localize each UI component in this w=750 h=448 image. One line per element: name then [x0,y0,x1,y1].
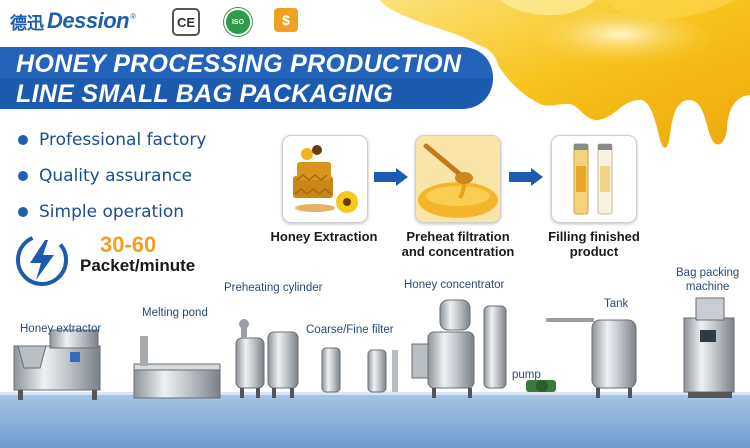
step-label-honey-extraction: Honey Extraction [270,229,378,244]
preheat-filtration-image [415,135,501,223]
feature-text: Quality assurance [39,166,193,186]
feature-item: Quality assurance [18,158,206,194]
speed-value: 30-60 [100,232,157,257]
lightning-speed-icon [16,234,68,286]
label-preheating-cylinder: Preheating cylinder [224,282,323,294]
feature-list: Professional factory Quality assurance S… [18,122,206,230]
ce-certification-icon: CE [172,8,200,36]
factory-floor [0,392,750,448]
brand-name: Dession [47,8,130,33]
brand-name-chinese: 德迅 [10,13,44,34]
feature-text: Simple operation [39,202,185,222]
title-line-1: HONEY PROCESSING PRODUCTION [16,50,462,78]
banner-shape [0,44,500,112]
title-banner: HONEY PROCESSING PRODUCTION LINE SMALL B… [0,44,505,112]
bullet-icon [18,135,28,145]
arrow-right-icon [374,168,408,186]
label-coarse-fine-filter: Coarse/Fine filter [306,324,394,336]
iso-certification-icon: ISO [224,8,252,36]
label-tank: Tank [604,298,629,310]
label-melting-pond: Melting pond [142,307,208,319]
step-label-filling: Filling finished product [548,229,640,259]
feature-item: Simple operation [18,194,206,230]
arrow-right-icon [509,168,543,186]
speed-unit: Packet/minute [80,256,196,275]
brand-logo: 德迅 Dession ® [10,8,136,34]
label-pump: pump [512,369,541,381]
label-honey-concentrator: Honey concentrator [404,279,505,291]
step-label-preheat-filtration: Preheat filtration and concentration [401,229,515,259]
sgs-certification-icon: $ [274,8,298,32]
honey-extraction-image [282,135,368,223]
bullet-icon [18,171,28,181]
filling-product-image [551,135,637,223]
registered-mark: ® [130,11,136,21]
feature-item: Professional factory [18,122,206,158]
bullet-icon [18,207,28,217]
feature-text: Professional factory [39,130,207,150]
title-line-2: LINE SMALL BAG PACKAGING [16,80,394,108]
label-honey-extractor: Honey extractor [20,323,102,335]
label-bag-packing-machine: Bag packing machine [676,267,740,293]
